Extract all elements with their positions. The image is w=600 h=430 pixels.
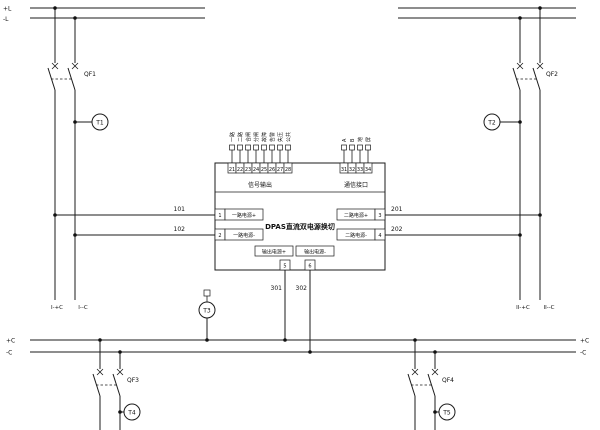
- signal-terminal: 27: [277, 167, 283, 173]
- top-bus-lines: [30, 7, 576, 19]
- signal-terminal: 26: [269, 167, 275, 173]
- breaker-qf3-icon: [92, 368, 124, 397]
- feeder-i-neg-label: I--C: [78, 305, 88, 311]
- meter-t5-label: T5: [442, 410, 451, 417]
- signal-stub-label: 告警: [269, 132, 276, 142]
- meter-t2-icon: [483, 113, 520, 131]
- wire-201-label: 201: [391, 206, 403, 213]
- comm-stub-label: B: [350, 138, 356, 142]
- meter-t1-label: T1: [95, 120, 104, 127]
- signal-terminal: 28: [285, 167, 291, 173]
- comm-terminal: 31: [341, 167, 347, 173]
- meter-t3-icon: [198, 289, 216, 340]
- comm-section-label: 通信接口: [344, 181, 368, 189]
- breaker-qf4-icon: [407, 368, 439, 397]
- feeder-ii-neg-label: II--C: [543, 305, 554, 311]
- input-terminal-label: 二路电源-: [345, 232, 367, 239]
- input-terminal-label: 一路电源+: [232, 212, 256, 219]
- junction-dots: [53, 6, 542, 414]
- input-terminal-num: 2: [218, 233, 221, 239]
- input-terminal-label: 一路电源-: [233, 232, 255, 239]
- dpas-block-title: DPAS直流双电源换切: [265, 222, 335, 231]
- input-terminal-num: 4: [378, 233, 381, 239]
- bottom-bus-lines: [30, 339, 576, 353]
- input-terminals-right: [336, 208, 386, 241]
- feeder-1-wires: [54, 8, 76, 300]
- output-terminal-num: 6: [308, 264, 311, 270]
- signal-terminal: 24: [253, 167, 259, 173]
- meter-t3-label: T3: [202, 308, 211, 315]
- signal-terminal: 23: [245, 167, 251, 173]
- breaker-qf2-label: QF2: [546, 71, 558, 78]
- feeder-i-pos-label: I-+C: [51, 305, 63, 311]
- input-terminal-num: 1: [218, 213, 221, 219]
- feeder-ii-pos-label: II-+C: [516, 305, 530, 311]
- signal-stub-label: 公共: [285, 132, 292, 142]
- signal-terminal: 21: [229, 167, 235, 173]
- feeder-4-wires: [414, 340, 436, 430]
- signal-stub-label: 分闸: [253, 132, 260, 142]
- comm-terminal: 32: [349, 167, 355, 173]
- top-bus-neg-label: -L: [3, 16, 9, 23]
- wire-302-label: 302: [296, 285, 308, 292]
- output-terminal-label: 输出电源-: [304, 249, 326, 256]
- bottom-bus-pos-label-left: +C: [6, 338, 15, 345]
- comm-terminal: 33: [357, 167, 363, 173]
- signal-section-label: 信号输出: [248, 181, 272, 189]
- wire-202-label: 202: [391, 226, 403, 233]
- breaker-qf1-icon: [47, 62, 79, 91]
- wire-101-label: 101: [174, 206, 186, 213]
- bottom-bus-neg-label-right: -C: [580, 350, 586, 357]
- meter-t4-label: T4: [127, 410, 136, 417]
- comm-terminal: 34: [365, 167, 371, 173]
- meter-t1-icon: [75, 113, 109, 131]
- comm-stub-label: 屏: [366, 137, 372, 142]
- bottom-bus-pos-label-right: +C: [580, 338, 589, 345]
- output-terminal-num: 5: [283, 264, 286, 270]
- comm-stub-label: 地: [357, 137, 364, 142]
- input-terminals-left: [214, 208, 264, 241]
- signal-stub-label: 合闸: [245, 132, 252, 142]
- input-terminal-num: 3: [378, 213, 381, 219]
- signal-stub-label: 失压: [277, 132, 284, 142]
- signal-stub-label: 二路: [237, 132, 244, 142]
- input-terminal-label: 二路电源+: [344, 212, 368, 219]
- feeder-2-wires: [519, 8, 541, 300]
- wire-301-label: 301: [271, 285, 283, 292]
- signal-stub-label: 故障: [261, 132, 268, 142]
- meter-t2-label: T2: [487, 120, 496, 127]
- signal-terminal: 25: [261, 167, 267, 173]
- signal-stub-label: 一路: [229, 132, 236, 142]
- output-terminal-label: 输出电源+: [262, 249, 286, 256]
- wire-102-label: 102: [174, 226, 186, 233]
- breaker-qf4-label: QF4: [442, 377, 454, 384]
- bottom-bus-neg-label-left: -C: [6, 350, 12, 357]
- signal-stub-wires: [229, 144, 291, 163]
- signal-terminal: 22: [237, 167, 243, 173]
- top-bus-pos-label: +L: [3, 6, 12, 13]
- comm-stub-wires: [341, 144, 371, 163]
- breaker-qf1-label: QF1: [84, 71, 96, 78]
- breaker-qf3-label: QF3: [127, 377, 139, 384]
- comm-stub-label: A: [342, 138, 348, 142]
- breaker-qf2-icon: [512, 62, 544, 91]
